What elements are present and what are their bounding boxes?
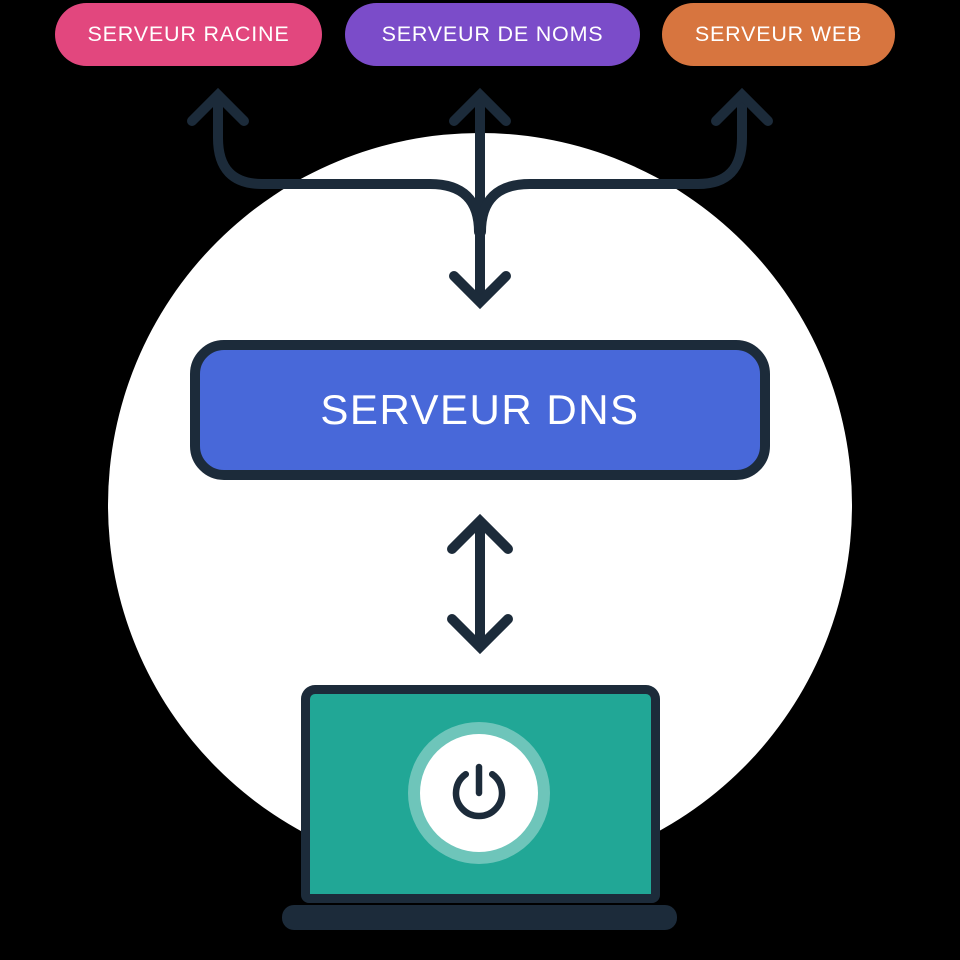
node-web-server-label: SERVEUR WEB <box>694 22 863 46</box>
node-root-server-label: SERVEUR RACINE <box>87 22 290 46</box>
node-dns-server-label: SERVEUR DNS <box>320 386 640 433</box>
laptop-base <box>282 905 677 930</box>
power-button-circle <box>420 734 538 852</box>
node-web-server: SERVEUR WEB <box>662 3 895 66</box>
arrow-up-icon <box>187 87 249 126</box>
node-name-server-label: SERVEUR DE NOMS <box>381 22 604 46</box>
arrow-up-icon <box>449 87 511 126</box>
node-name-server: SERVEUR DE NOMS <box>345 3 640 66</box>
node-root-server: SERVEUR RACINE <box>55 3 322 66</box>
arrow-up-icon <box>711 87 773 126</box>
node-dns-server: SERVEUR DNS <box>190 340 770 480</box>
